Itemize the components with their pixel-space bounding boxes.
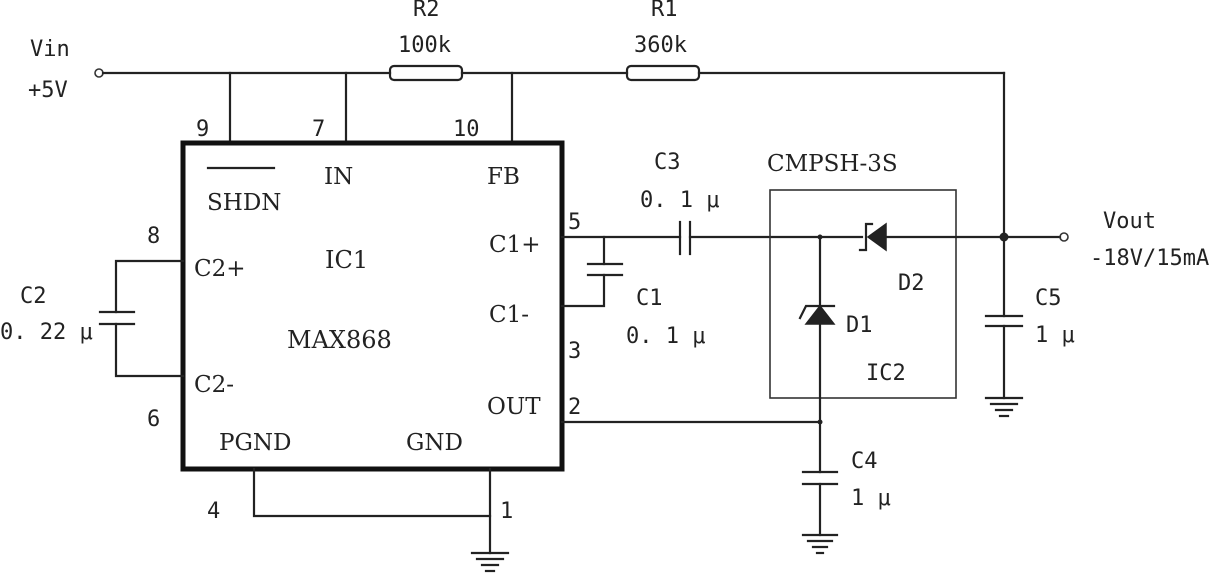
label-c2m: C2- bbox=[194, 372, 234, 398]
ground-c5 bbox=[984, 396, 1024, 418]
d2-cathode-bar bbox=[858, 222, 874, 252]
junction-out bbox=[817, 419, 823, 425]
label-pgnd: PGND bbox=[219, 430, 291, 456]
label-vout: Vout bbox=[1103, 209, 1156, 234]
label-pin3: 3 bbox=[568, 339, 581, 364]
label-gnd: GND bbox=[406, 430, 463, 456]
label-c2-value: 0. 22 μ bbox=[0, 320, 93, 345]
label-pin2: 2 bbox=[568, 395, 581, 420]
label-c2p: C2+ bbox=[194, 256, 246, 282]
label-ic2: IC2 bbox=[866, 361, 906, 386]
label-c1m: C1- bbox=[489, 302, 529, 328]
wire-c1-bottom bbox=[560, 273, 606, 308]
label-vin-value: +5V bbox=[28, 78, 68, 103]
label-c3-value: 0. 1 μ bbox=[640, 188, 719, 213]
label-r1-value: 360k bbox=[634, 33, 687, 58]
vin-terminal bbox=[94, 68, 104, 78]
resistor-r2 bbox=[388, 64, 464, 82]
label-fb: FB bbox=[487, 164, 520, 190]
ground-ic1 bbox=[470, 551, 510, 573]
ic2-package bbox=[769, 189, 957, 399]
label-in: IN bbox=[324, 164, 353, 190]
label-d1: D1 bbox=[846, 313, 873, 338]
label-pin5: 5 bbox=[568, 210, 581, 235]
label-vout-value: -18V/15mA bbox=[1090, 246, 1209, 271]
label-c2-name: C2 bbox=[20, 284, 47, 309]
wire-c2-bottom bbox=[114, 322, 185, 378]
label-c1-name: C1 bbox=[636, 286, 663, 311]
label-vin: Vin bbox=[30, 37, 70, 62]
label-c5-value: 1 μ bbox=[1035, 323, 1075, 348]
label-pin6: 6 bbox=[147, 407, 160, 432]
label-max868: MAX868 bbox=[287, 326, 392, 354]
label-c5-name: C5 bbox=[1035, 286, 1062, 311]
label-r2-value: 100k bbox=[398, 33, 451, 58]
label-out: OUT bbox=[487, 394, 541, 420]
label-c4-name: C4 bbox=[851, 449, 878, 474]
resistor-r1 bbox=[625, 64, 701, 82]
label-pin1: 1 bbox=[500, 499, 513, 524]
d1-cathode-bar bbox=[798, 304, 836, 320]
label-c1-value: 0. 1 μ bbox=[626, 324, 705, 349]
label-cmpsh: CMPSH-3S bbox=[767, 151, 898, 177]
label-shdn: SHDN bbox=[207, 190, 281, 216]
label-ic1: IC1 bbox=[325, 246, 368, 274]
label-pin7: 7 bbox=[312, 117, 325, 142]
label-pin4: 4 bbox=[207, 499, 220, 524]
wire-pgnd bbox=[252, 467, 492, 518]
wire-c2-top bbox=[114, 259, 185, 314]
ground-c4 bbox=[801, 533, 839, 555]
label-c1p: C1+ bbox=[489, 232, 541, 258]
label-pin8: 8 bbox=[147, 224, 160, 249]
label-c3-name: C3 bbox=[654, 150, 681, 175]
label-pin9: 9 bbox=[196, 117, 209, 142]
label-d2: D2 bbox=[898, 271, 925, 296]
label-r1-name: R1 bbox=[651, 0, 678, 22]
diode-d2 bbox=[866, 222, 887, 252]
label-r2-name: R2 bbox=[413, 0, 440, 22]
label-c4-value: 1 μ bbox=[851, 486, 891, 511]
label-pin10: 10 bbox=[453, 117, 480, 142]
vout-terminal bbox=[1059, 232, 1069, 242]
diode-d1 bbox=[804, 304, 836, 325]
